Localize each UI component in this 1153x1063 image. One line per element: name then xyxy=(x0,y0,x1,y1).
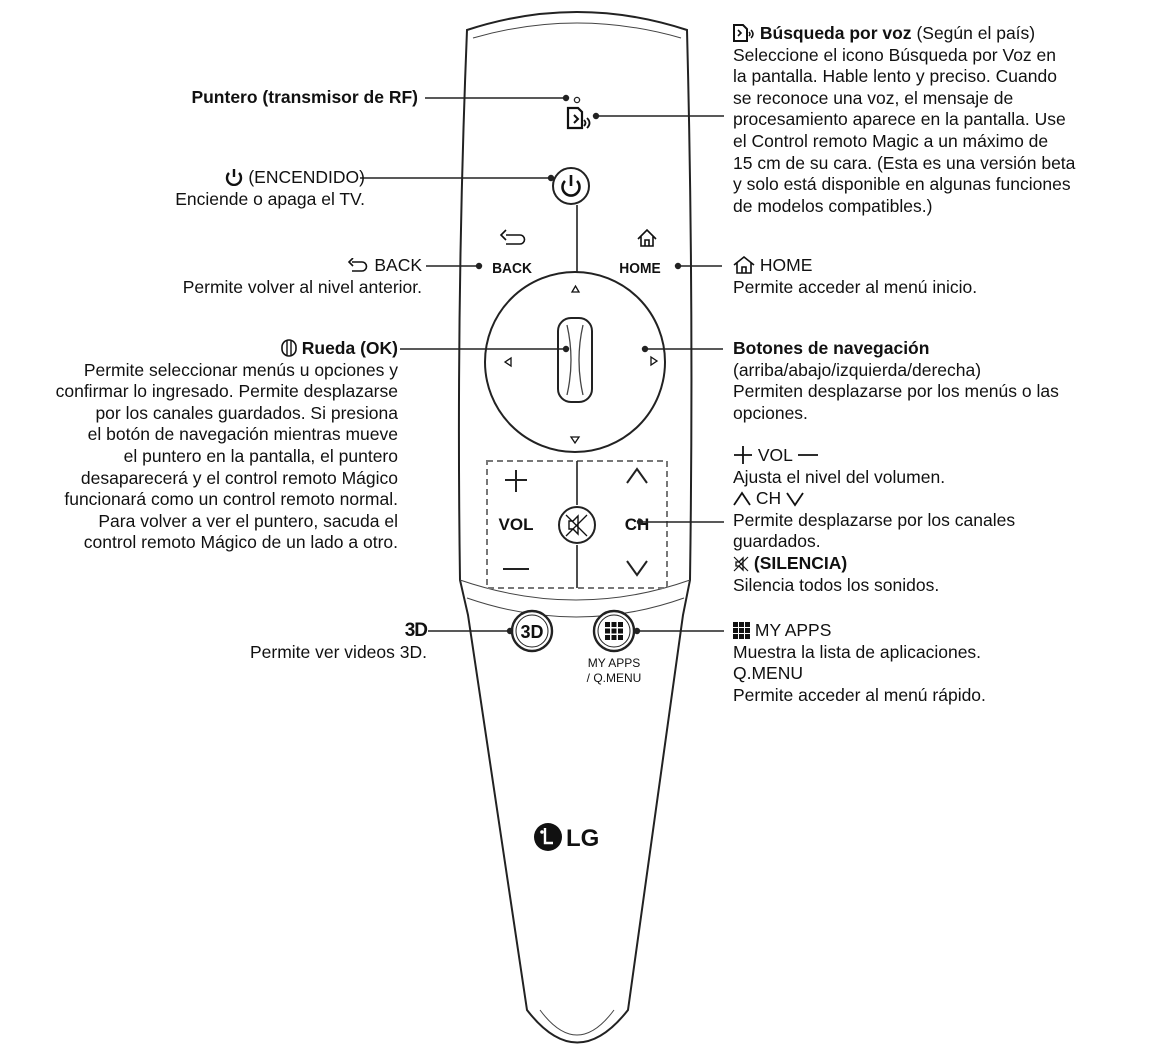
mute-button[interactable] xyxy=(558,506,596,544)
ch-title: CH xyxy=(755,488,782,509)
pointer-title: Puntero (transmisor de RF) xyxy=(191,87,418,107)
home-button[interactable]: HOME xyxy=(619,228,661,278)
nav-line-2: Permiten desplazarse por los menús o las xyxy=(733,381,1059,402)
plus-icon xyxy=(505,470,527,492)
back-desc: Permite volver al nivel anterior. xyxy=(182,276,422,297)
channel-up-button[interactable] xyxy=(626,467,648,484)
chevron-down-icon xyxy=(786,491,804,507)
grid-icon xyxy=(733,622,750,639)
my-apps-label: MY APPS xyxy=(588,656,640,670)
back-button[interactable]: BACK xyxy=(492,229,532,278)
wheel-line-2: confirmar lo ingresado. Permite desplaza… xyxy=(55,381,398,402)
back-icon xyxy=(506,234,526,245)
wheel-line-6: desaparecerá y el control remoto Mágico xyxy=(80,467,398,488)
ch-line-1: Permite desplazarse por los canales xyxy=(733,509,1016,530)
3d-button[interactable]: 3D xyxy=(510,609,554,653)
voice-line-7: y solo está disponible en algunas funcio… xyxy=(733,174,1071,195)
nav-title: Botones de navegación xyxy=(733,338,930,358)
pointer-led xyxy=(573,96,581,104)
3d-label: 3D xyxy=(520,622,543,642)
down-arrow-icon[interactable] xyxy=(569,436,581,445)
3d-icon: 3D xyxy=(404,620,428,641)
home-desc: Permite acceder al menú inicio. xyxy=(733,276,978,297)
wheel-callout: Rueda (OK) Permite seleccionar menús u o… xyxy=(56,338,398,554)
grid-icon xyxy=(605,622,623,640)
brand-label: LG xyxy=(566,825,599,852)
home-icon xyxy=(637,228,657,247)
ch-label: CH xyxy=(625,515,650,534)
voice-line-2: la pantalla. Hable lento y preciso. Cuan… xyxy=(733,66,1057,87)
wheel-icon xyxy=(281,339,297,357)
voice-line-5: el Control remoto Magic a un máximo de xyxy=(733,130,1049,151)
nav-line-3: opciones. xyxy=(733,402,808,423)
right-arrow-icon[interactable] xyxy=(650,355,659,367)
volume-up-button[interactable] xyxy=(505,470,527,492)
q-menu-label: / Q.MENU xyxy=(587,671,642,685)
3d-callout: 3D Permite ver videos 3D. xyxy=(249,620,428,663)
chevron-down-icon xyxy=(626,560,648,577)
chevron-up-icon xyxy=(626,467,648,484)
wheel-line-5: el puntero en la pantalla, el puntero xyxy=(123,445,398,466)
voice-line-8: de modelos compatibles.) xyxy=(733,195,933,216)
vol-label: VOL xyxy=(499,515,534,534)
power-icon xyxy=(561,175,581,197)
nav-callout: Botones de navegación (arriba/abajo/izqu… xyxy=(733,338,1059,424)
wheel-title: Rueda (OK) xyxy=(301,338,398,358)
chevron-up-icon xyxy=(733,491,751,507)
wheel-line-9: control remoto Mágico de un lado a otro. xyxy=(83,532,398,553)
left-arrow-icon[interactable] xyxy=(503,356,512,368)
my-apps-callout: MY APPS Muestra la lista de aplicaciones… xyxy=(733,620,986,706)
q-menu-desc: Permite acceder al menú rápido. xyxy=(733,684,986,705)
wheel-line-7: funcionará como un control remoto normal… xyxy=(64,489,398,510)
channel-down-button[interactable] xyxy=(626,560,648,577)
power-icon xyxy=(225,168,243,186)
home-icon xyxy=(733,256,755,274)
ch-line-2: guardados. xyxy=(733,531,821,552)
my-apps-title: MY APPS xyxy=(754,620,832,640)
home-label: HOME xyxy=(619,261,661,278)
lg-logo: LG xyxy=(534,823,599,852)
power-title: (ENCENDIDO) xyxy=(248,167,365,187)
nav-line-1: (arriba/abajo/izquierda/derecha) xyxy=(733,359,982,380)
wheel-line-1: Permite seleccionar menús u opciones y xyxy=(83,359,398,380)
minus-icon xyxy=(797,446,819,464)
q-menu-title: Q.MENU xyxy=(733,663,803,684)
home-title: HOME xyxy=(759,255,813,275)
power-callout: (ENCENDIDO) Enciende o apaga el TV. xyxy=(175,167,365,210)
voice-button[interactable] xyxy=(566,106,591,130)
home-callout: HOME Permite acceder al menú inicio. xyxy=(733,255,977,298)
up-arrow-icon[interactable] xyxy=(570,284,581,293)
vol-title: VOL xyxy=(757,445,793,465)
wheel-ok-button[interactable] xyxy=(557,317,593,403)
wheel-line-4: el botón de navegación mientras mueve xyxy=(87,424,398,445)
voice-title: Búsqueda por voz xyxy=(759,23,912,43)
mute-icon xyxy=(733,556,749,572)
voice-suffix: (Según el país) xyxy=(916,23,1036,43)
wheel-line-3: por los canales guardados. Si presiona xyxy=(95,402,398,423)
voice-line-1: Seleccione el icono Búsqueda por Voz en xyxy=(733,44,1057,65)
vol-ch-callout: VOL Ajusta el nivel del volumen. CH Perm… xyxy=(733,445,1015,596)
mute-desc: Silencia todos los sonidos. xyxy=(733,574,940,595)
mute-title: (SILENCIA) xyxy=(753,552,848,573)
my-apps-button[interactable] xyxy=(592,609,636,653)
voice-line-4: procesamiento aparece en la pantalla. Us… xyxy=(733,109,1066,130)
voice-callout: Búsqueda por voz (Según el país) Selecci… xyxy=(733,23,1075,217)
voice-line-3: se reconoce una voz, el mensaje de xyxy=(733,87,1014,108)
plus-icon xyxy=(733,446,753,464)
voice-icon xyxy=(733,24,755,42)
back-label: BACK xyxy=(492,261,532,278)
wheel-line-8: Para volver a ver el puntero, sacuda el xyxy=(98,510,398,531)
my-apps-desc: Muestra la lista de aplicaciones. xyxy=(733,641,982,662)
voice-line-6: 15 cm de su cara. (Esta es una versión b… xyxy=(733,152,1076,173)
mute-icon xyxy=(565,514,588,537)
back-icon xyxy=(347,258,369,274)
power-desc: Enciende o apaga el TV. xyxy=(175,188,365,209)
back-callout: BACK Permite volver al nivel anterior. xyxy=(183,255,422,298)
vol-desc: Ajusta el nivel del volumen. xyxy=(733,466,946,487)
back-title: BACK xyxy=(374,255,422,275)
3d-desc: Permite ver videos 3D. xyxy=(249,641,427,662)
